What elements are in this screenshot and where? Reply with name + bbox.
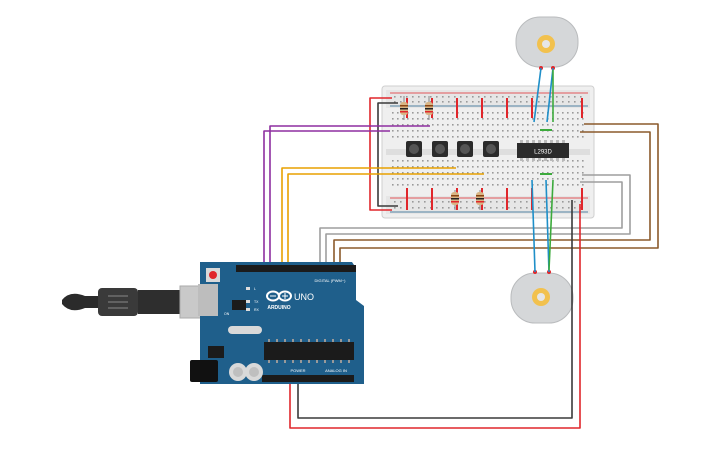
resistor-top-2 (425, 96, 433, 120)
wire-yellow-2 (287, 173, 484, 264)
digital-header-label: DIGITAL (PWM~) (315, 278, 347, 283)
resistor-bottom-2 (476, 190, 484, 210)
dc-motor-top (515, 16, 579, 70)
usb-cable (62, 285, 211, 319)
wire-grey-1 (325, 174, 631, 264)
arduino-uno-board: ARDUINO UNO DIGITAL (PWM~) POWER ANALOG … (190, 262, 364, 384)
l-led-label: L (254, 287, 256, 291)
pushbutton-4[interactable] (483, 141, 499, 157)
arduino-brand-text: ARDUINO (267, 305, 290, 311)
wire-motor-top-blue (533, 67, 542, 123)
analog-header-label: ANALOG IN (325, 368, 347, 373)
on-led-label: ON (224, 312, 230, 316)
wire-motor-bottom-green (548, 179, 554, 271)
wire-motor-bottom-blue-2 (545, 179, 550, 273)
dc-motor-bottom (510, 270, 574, 324)
resistor-top-1 (400, 96, 408, 120)
wire-yellow-1 (281, 167, 456, 264)
wire-power-red (289, 204, 581, 429)
chip-label: L293D (534, 150, 552, 156)
l293d-chip: L293D (517, 140, 569, 161)
wire-purple-2 (263, 130, 390, 264)
wire-motor-bottom-blue (531, 179, 536, 273)
wire-grey-2 (319, 181, 623, 264)
green-jumpers (540, 129, 552, 175)
reset-button[interactable] (209, 271, 217, 279)
pushbutton-1[interactable] (406, 141, 422, 157)
power-header-label: POWER (290, 368, 305, 373)
wire-red-left (369, 97, 392, 211)
wire-brown-2 (333, 131, 651, 264)
wire-motor-top-blue-2 (546, 67, 554, 123)
wire-black-left (377, 102, 398, 207)
pushbutton-2[interactable] (432, 141, 448, 157)
tx-label: TX (254, 300, 259, 304)
rx-label: RX (254, 308, 260, 312)
wires (263, 67, 659, 429)
resistor-bottom-1 (451, 190, 459, 210)
pushbutton-3[interactable] (457, 141, 473, 157)
wire-power-black (297, 200, 573, 419)
wire-brown-1 (339, 123, 659, 264)
wire-purple-1 (269, 125, 430, 264)
arduino-logo (266, 290, 292, 302)
arduino-model-text: UNO (294, 292, 314, 302)
